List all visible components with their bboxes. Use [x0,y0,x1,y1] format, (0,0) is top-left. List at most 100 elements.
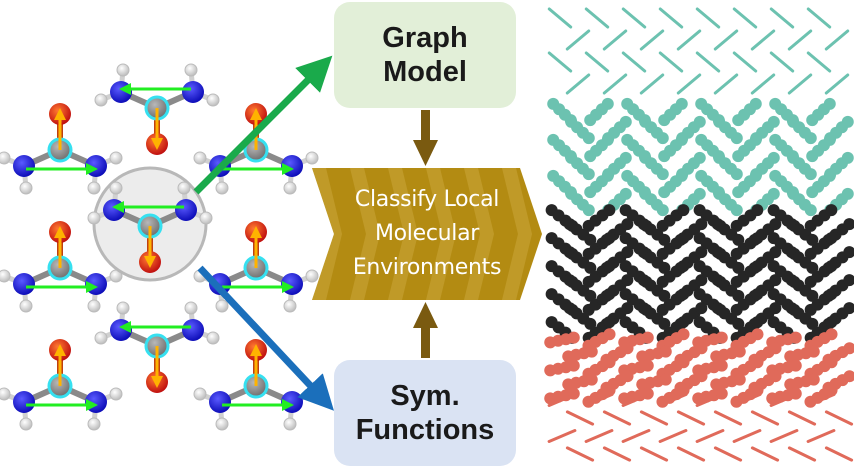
sym-functions-line-2: Functions [355,414,495,446]
molecule-sphere [843,218,854,231]
molecule-sphere [658,317,671,330]
nn-vector-head [86,163,98,175]
molecule-sphere [806,317,819,330]
hydrogen-atom [283,417,297,431]
molecule-sphere [804,168,817,181]
molecule-rod [713,29,739,51]
molecule-rod [676,73,702,95]
molecule-sphere [841,115,854,128]
molecule-rod [621,51,647,73]
molecule-rod [639,410,669,426]
molecule-sphere [767,151,780,164]
molecule-sphere [603,356,616,369]
molecule-rod [750,73,776,95]
hydrogen-atom [283,181,297,195]
molecule-rod [806,429,836,443]
urea-molecule [87,181,213,273]
molecule-sphere [584,289,597,302]
molecule-sphere [601,133,614,146]
hydrogen-atom [109,387,123,401]
molecule-rod [602,410,632,426]
molecule-rod [713,73,739,95]
molecule-sphere [658,289,671,302]
molecule-sphere [843,370,854,383]
co-vector-head [151,138,163,150]
molecule-sphere [732,233,745,246]
molecule-sphere [585,345,598,358]
molecule-rod [621,393,651,407]
molecule-sphere [659,345,672,358]
molecule-rod [695,393,725,407]
molecule-sphere [751,288,764,301]
graph-model-box[interactable]: Graph Model [334,2,516,108]
nitrogen-atom [182,81,204,103]
urea-molecule [0,103,123,195]
hydrogen-atom [19,181,33,195]
molecule-rod [639,446,669,462]
molecule-rod [658,393,688,407]
molecule-sphere [751,204,764,217]
molecule-sphere [823,97,836,110]
hydrogen-atom [305,269,319,283]
molecule-rod [584,429,614,443]
molecule-sphere [621,274,634,287]
molecule-sphere [695,218,708,231]
molecule-sphere [843,246,854,259]
molecule-sphere [715,359,728,372]
molecule-sphere [825,204,838,217]
molecule-rod [824,73,850,95]
urea-molecule [0,221,123,313]
nn-vector-head [282,399,294,411]
molecule-sphere [585,373,598,386]
molecule-rod [787,29,813,51]
molecule-rod [806,393,836,407]
molecule-sphere [769,370,782,383]
molecule-sphere [825,328,838,341]
molecule-rod [732,7,758,29]
molecule-sphere [695,302,708,315]
molecule-rod [658,7,684,29]
molecule-sphere [621,218,634,231]
molecule-sphere [619,115,632,128]
molecule-sphere [641,331,654,344]
molecule-sphere [582,132,595,145]
molecule-sphere [806,233,819,246]
hydrogen-atom [87,417,101,431]
molecule-sphere [603,328,616,341]
sym-functions-line-1: Sym. [390,380,460,412]
molecule-rod [732,429,762,443]
urea-molecule [0,339,123,431]
molecule-rod [695,51,721,73]
molecule-sphere [715,331,728,344]
molecule-rod [565,446,595,462]
molecule-sphere [751,316,764,329]
molecule-sphere [641,359,654,372]
hydrogen-atom [109,181,123,195]
molecule-sphere [749,133,762,146]
molecule-sphere [843,274,854,287]
molecule-sphere [601,169,614,182]
classify-line-1: Classify Local [354,187,500,212]
molecule-rod [806,7,832,29]
graph-model-line-2: Model [383,56,467,88]
co-vector-head [250,344,262,356]
molecule-rod [787,73,813,95]
molecule-sphere [825,260,838,273]
nitrogen-atom [209,391,231,413]
classify-label: Classify Local Molecular Environments [312,168,542,300]
molecule-sphere [825,232,838,245]
molecule-sphere [769,246,782,259]
molecule-sphere [584,317,597,330]
molecule-rod [769,429,799,443]
molecule-sphere [584,261,597,274]
molecule-sphere [749,169,762,182]
molecule-rod [565,410,595,426]
molecule-sphere [603,204,616,217]
urea-molecule [193,339,319,431]
nn-vector-head [119,83,131,95]
molecule-sphere [582,204,595,217]
arrow-sym-to-classify [413,302,438,358]
classify-line-2: Molecular [374,221,480,246]
sym-functions-box[interactable]: Sym. Functions [334,360,516,466]
molecule-sphere [767,187,780,200]
